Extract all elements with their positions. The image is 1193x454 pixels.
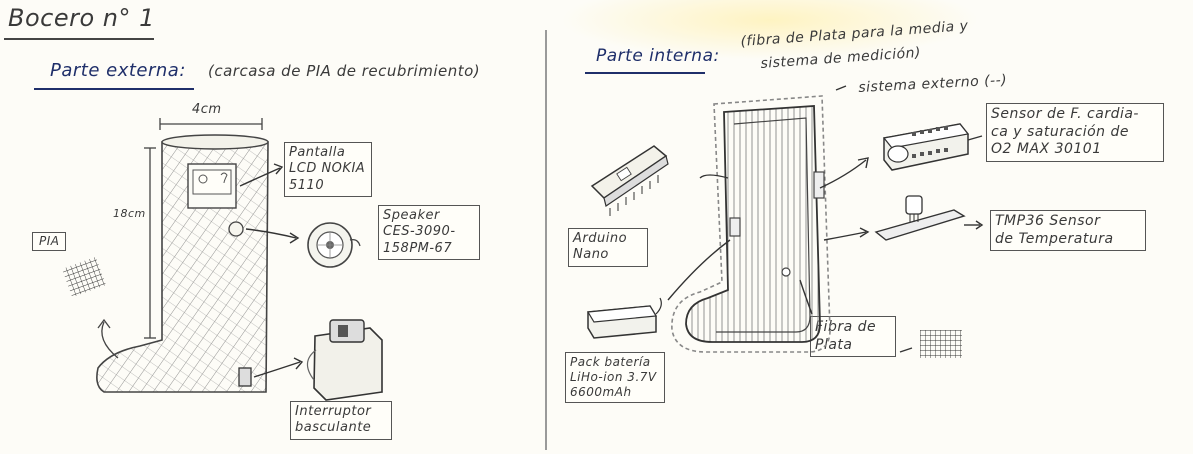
speaker-drawing [308,223,360,267]
arduino-drawing [592,146,668,216]
rocker-switch-drawing [307,320,382,400]
heart-rate-sensor-drawing [884,124,968,170]
temperature-sensor-drawing [876,196,964,240]
switch-on-boot [239,368,251,386]
boot-casing-drawing [97,135,268,392]
silver-fiber-mesh-sample [920,330,962,358]
lcd-screen-drawing [188,164,236,208]
pia-mesh-sample [62,257,106,298]
inner-boot-drawing [672,96,830,352]
battery-pack-drawing [588,298,661,338]
speaker-on-boot [229,222,243,236]
